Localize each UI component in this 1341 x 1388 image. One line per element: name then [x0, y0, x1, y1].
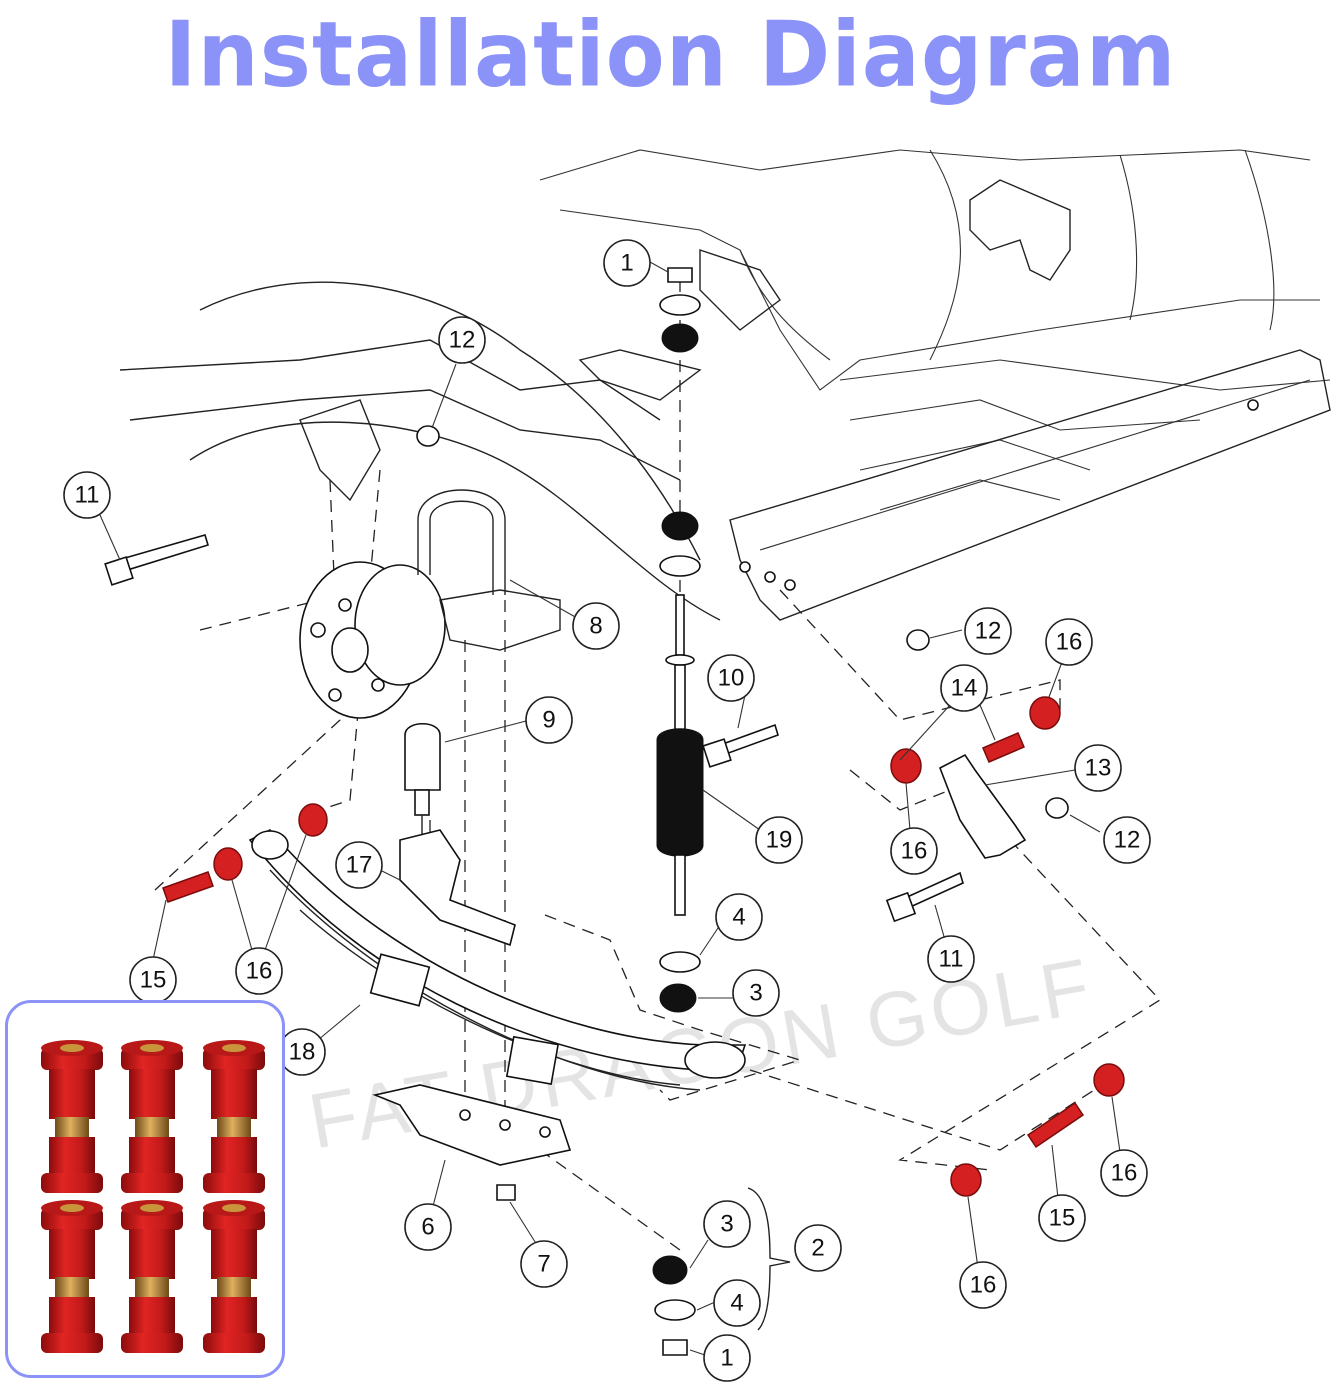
bump-stop-bracket — [399, 829, 516, 947]
svg-text:15: 15 — [140, 967, 167, 994]
callout-10: 10 — [707, 654, 755, 702]
callout-16-shackle: 16 — [890, 827, 938, 875]
callout-14: 14 — [940, 664, 988, 712]
red-bushings — [162, 696, 1125, 1197]
svg-text:4: 4 — [732, 904, 745, 931]
svg-text:7: 7 — [537, 1251, 550, 1278]
bushing-pair — [41, 1200, 103, 1353]
bushing-pair — [121, 1200, 183, 1353]
svg-text:9: 9 — [542, 707, 555, 734]
svg-text:8: 8 — [589, 613, 602, 640]
callout-16-bottom: 16 — [959, 1261, 1007, 1309]
callouts: 1 12 11 8 12 16 10 14 9 13 16 12 17 19 1… — [63, 239, 1151, 1382]
callout-16-upper-right: 16 — [1045, 618, 1093, 666]
svg-text:1: 1 — [720, 1345, 733, 1372]
bolts — [104, 534, 964, 923]
svg-text:12: 12 — [975, 618, 1002, 645]
svg-text:3: 3 — [749, 980, 762, 1007]
callout-11-right: 11 — [927, 935, 975, 983]
leader-lines — [99, 261, 1121, 1356]
bushing-pair — [41, 1040, 103, 1193]
svg-text:14: 14 — [951, 675, 978, 702]
callout-4-bottom: 4 — [713, 1279, 761, 1327]
svg-text:16: 16 — [970, 1272, 997, 1299]
leaf-spring — [248, 829, 747, 1091]
svg-text:16: 16 — [901, 838, 928, 865]
callout-4-mid: 4 — [715, 893, 763, 941]
brake-drum — [299, 561, 446, 719]
shock-absorber — [656, 594, 704, 916]
callout-17: 17 — [335, 841, 383, 889]
callout-12-right: 12 — [964, 607, 1012, 655]
svg-text:16: 16 — [1056, 629, 1083, 656]
callout-3-mid: 3 — [732, 969, 780, 1017]
bushing-pair — [203, 1200, 265, 1353]
bump-stop — [404, 723, 441, 835]
svg-text:10: 10 — [718, 665, 745, 692]
callout-16-right: 16 — [1100, 1149, 1148, 1197]
polyurethane-bushing-icon — [41, 1040, 265, 1353]
bushing-pair — [121, 1040, 183, 1193]
callout-11-left: 11 — [63, 471, 111, 519]
nuts — [416, 425, 1069, 819]
bushing-pair — [203, 1040, 265, 1193]
svg-text:19: 19 — [766, 827, 793, 854]
installation-diagram: FAT DRAGON GOLF — [63, 149, 1331, 1382]
callout-1-top: 1 — [603, 239, 651, 287]
svg-text:6: 6 — [421, 1214, 434, 1241]
spring-plate — [372, 1084, 572, 1166]
callout-19: 19 — [755, 816, 803, 864]
u-bolt — [417, 489, 561, 651]
callout-6: 6 — [404, 1203, 452, 1251]
svg-text:1: 1 — [620, 250, 633, 277]
svg-text:15: 15 — [1049, 1205, 1076, 1232]
callout-15-left: 15 — [129, 956, 177, 1004]
grommets — [496, 267, 701, 1356]
product-image-box — [5, 1000, 285, 1378]
callout-3-bottom: 3 — [703, 1200, 751, 1248]
svg-text:18: 18 — [289, 1039, 316, 1066]
svg-text:16: 16 — [246, 958, 273, 985]
callout-12-top: 12 — [438, 316, 486, 364]
svg-text:16: 16 — [1111, 1160, 1138, 1187]
callout-15-right: 15 — [1038, 1194, 1086, 1242]
spring-shackle — [938, 753, 1027, 859]
svg-text:2: 2 — [811, 1235, 824, 1262]
callout-7: 7 — [520, 1240, 568, 1288]
svg-text:11: 11 — [75, 482, 100, 509]
callout-9: 9 — [525, 696, 573, 744]
svg-text:3: 3 — [720, 1211, 733, 1238]
callout-2: 2 — [794, 1224, 842, 1272]
callout-1-bottom: 1 — [703, 1334, 751, 1382]
svg-text:12: 12 — [1114, 827, 1141, 854]
callout-13: 13 — [1074, 744, 1122, 792]
svg-text:17: 17 — [346, 852, 373, 879]
callout-18: 18 — [278, 1028, 326, 1076]
diagram-title: Installation Diagram — [164, 2, 1177, 108]
svg-text:13: 13 — [1085, 755, 1112, 782]
svg-text:4: 4 — [730, 1290, 743, 1317]
callout-12-shackle: 12 — [1103, 816, 1151, 864]
callout-16-left-b: 16 — [235, 947, 283, 995]
bracket-group-2 — [747, 1187, 791, 1331]
callout-8: 8 — [572, 602, 620, 650]
cart-body-outline — [119, 149, 1331, 621]
svg-text:11: 11 — [939, 946, 964, 973]
svg-text:12: 12 — [449, 327, 476, 354]
